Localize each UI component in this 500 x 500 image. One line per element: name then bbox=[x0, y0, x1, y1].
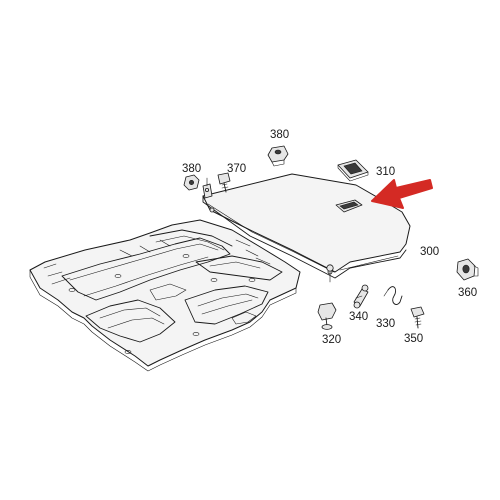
cover-panel-300 bbox=[202, 173, 411, 283]
cover-panel-body bbox=[202, 173, 411, 273]
strut-340 bbox=[353, 284, 369, 309]
callout-arrow-shape bbox=[371, 179, 433, 209]
floor-pan-assembly bbox=[29, 219, 301, 372]
label-part-330: 330 bbox=[376, 318, 395, 330]
label-part-300: 300 bbox=[420, 246, 439, 258]
label-part-370: 370 bbox=[227, 163, 246, 175]
nut-380-left bbox=[183, 174, 200, 191]
label-part-380-left: 380 bbox=[182, 163, 201, 175]
floor-pan-front-well bbox=[85, 299, 176, 343]
retainer-360 bbox=[456, 258, 479, 281]
callout-arrow bbox=[371, 179, 433, 209]
label-part-360: 360 bbox=[458, 287, 477, 299]
label-part-350: 350 bbox=[404, 333, 423, 345]
stopper-320 bbox=[317, 302, 337, 330]
screw-350 bbox=[410, 306, 425, 329]
label-part-380-top: 380 bbox=[270, 129, 289, 141]
spring-clip-330 bbox=[383, 286, 403, 305]
label-part-310: 310 bbox=[376, 166, 395, 178]
floor-pan-rear-well bbox=[184, 285, 269, 325]
floor-pan-outline bbox=[29, 219, 301, 367]
bolt-370 bbox=[217, 172, 231, 193]
handle-310 bbox=[337, 159, 369, 182]
label-part-340: 340 bbox=[349, 311, 368, 323]
clip-380-top bbox=[267, 145, 289, 167]
floor-pan-lip bbox=[29, 269, 297, 372]
label-part-320: 320 bbox=[322, 334, 341, 346]
cover-panel-front-edge bbox=[202, 195, 407, 279]
mount-bracket bbox=[202, 177, 213, 199]
